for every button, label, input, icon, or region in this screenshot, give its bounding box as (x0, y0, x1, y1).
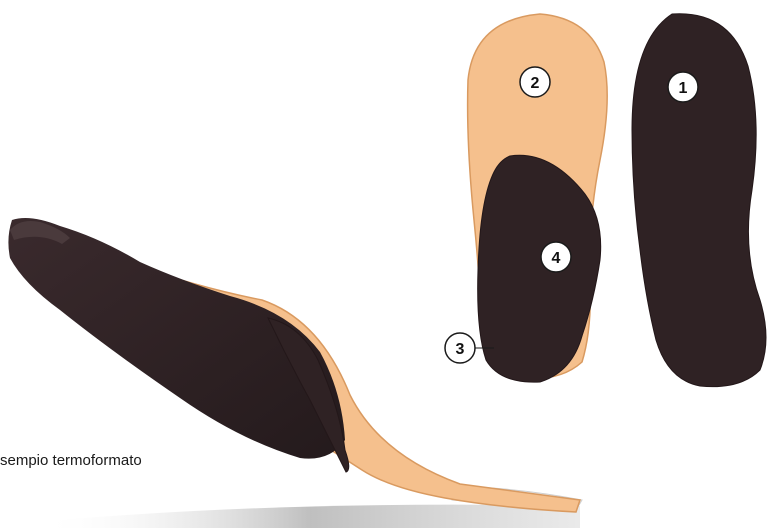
badge-3: 3 (445, 333, 475, 363)
badge-2-label: 2 (531, 75, 540, 92)
floor-shadow (40, 505, 580, 528)
badge-3-label: 3 (456, 341, 465, 358)
caption-text: sempio termoformato (0, 452, 142, 469)
badge-4-label: 4 (552, 250, 561, 267)
badge-1: 1 (668, 72, 698, 102)
badge-4: 4 (541, 242, 571, 272)
badge-2: 2 (520, 67, 550, 97)
badge-1-label: 1 (679, 80, 688, 97)
top-view-insole-dark (632, 14, 766, 387)
